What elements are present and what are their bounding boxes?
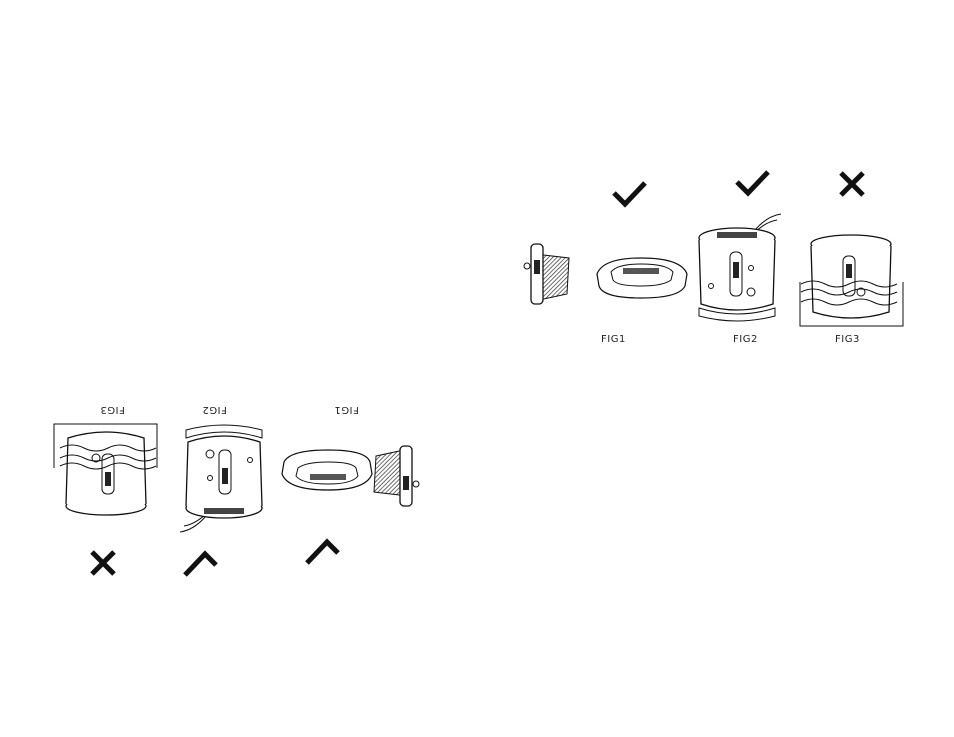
check-icon-inverted (182, 550, 218, 578)
check-icon (735, 169, 771, 197)
lid-illustration-inverted (278, 448, 376, 494)
fig3-label: FIG3 (835, 334, 860, 345)
check-icon (612, 180, 648, 208)
fryer-in-water-illustration (799, 230, 905, 328)
fryer-in-water-illustration-inverted (52, 422, 158, 520)
left-panel: FIG3 FIG2 FIG1 (42, 398, 442, 586)
fryer-illustration (695, 212, 785, 324)
fig1-label-inverted: FIG1 (334, 404, 359, 415)
basket-illustration (521, 242, 573, 312)
lid-illustration (593, 254, 691, 300)
check-icon-inverted (304, 538, 340, 566)
fryer-illustration-inverted (176, 422, 266, 534)
cross-icon (90, 550, 116, 576)
fig2-label: FIG2 (733, 334, 758, 345)
right-panel: FIG1 FIG2 FIG3 (515, 160, 915, 360)
basket-illustration-inverted (370, 438, 422, 508)
fig2-label-inverted: FIG2 (202, 404, 227, 415)
fig3-label-inverted: FIG3 (100, 404, 125, 415)
cross-icon (839, 171, 865, 197)
fig1-label: FIG1 (601, 334, 626, 345)
